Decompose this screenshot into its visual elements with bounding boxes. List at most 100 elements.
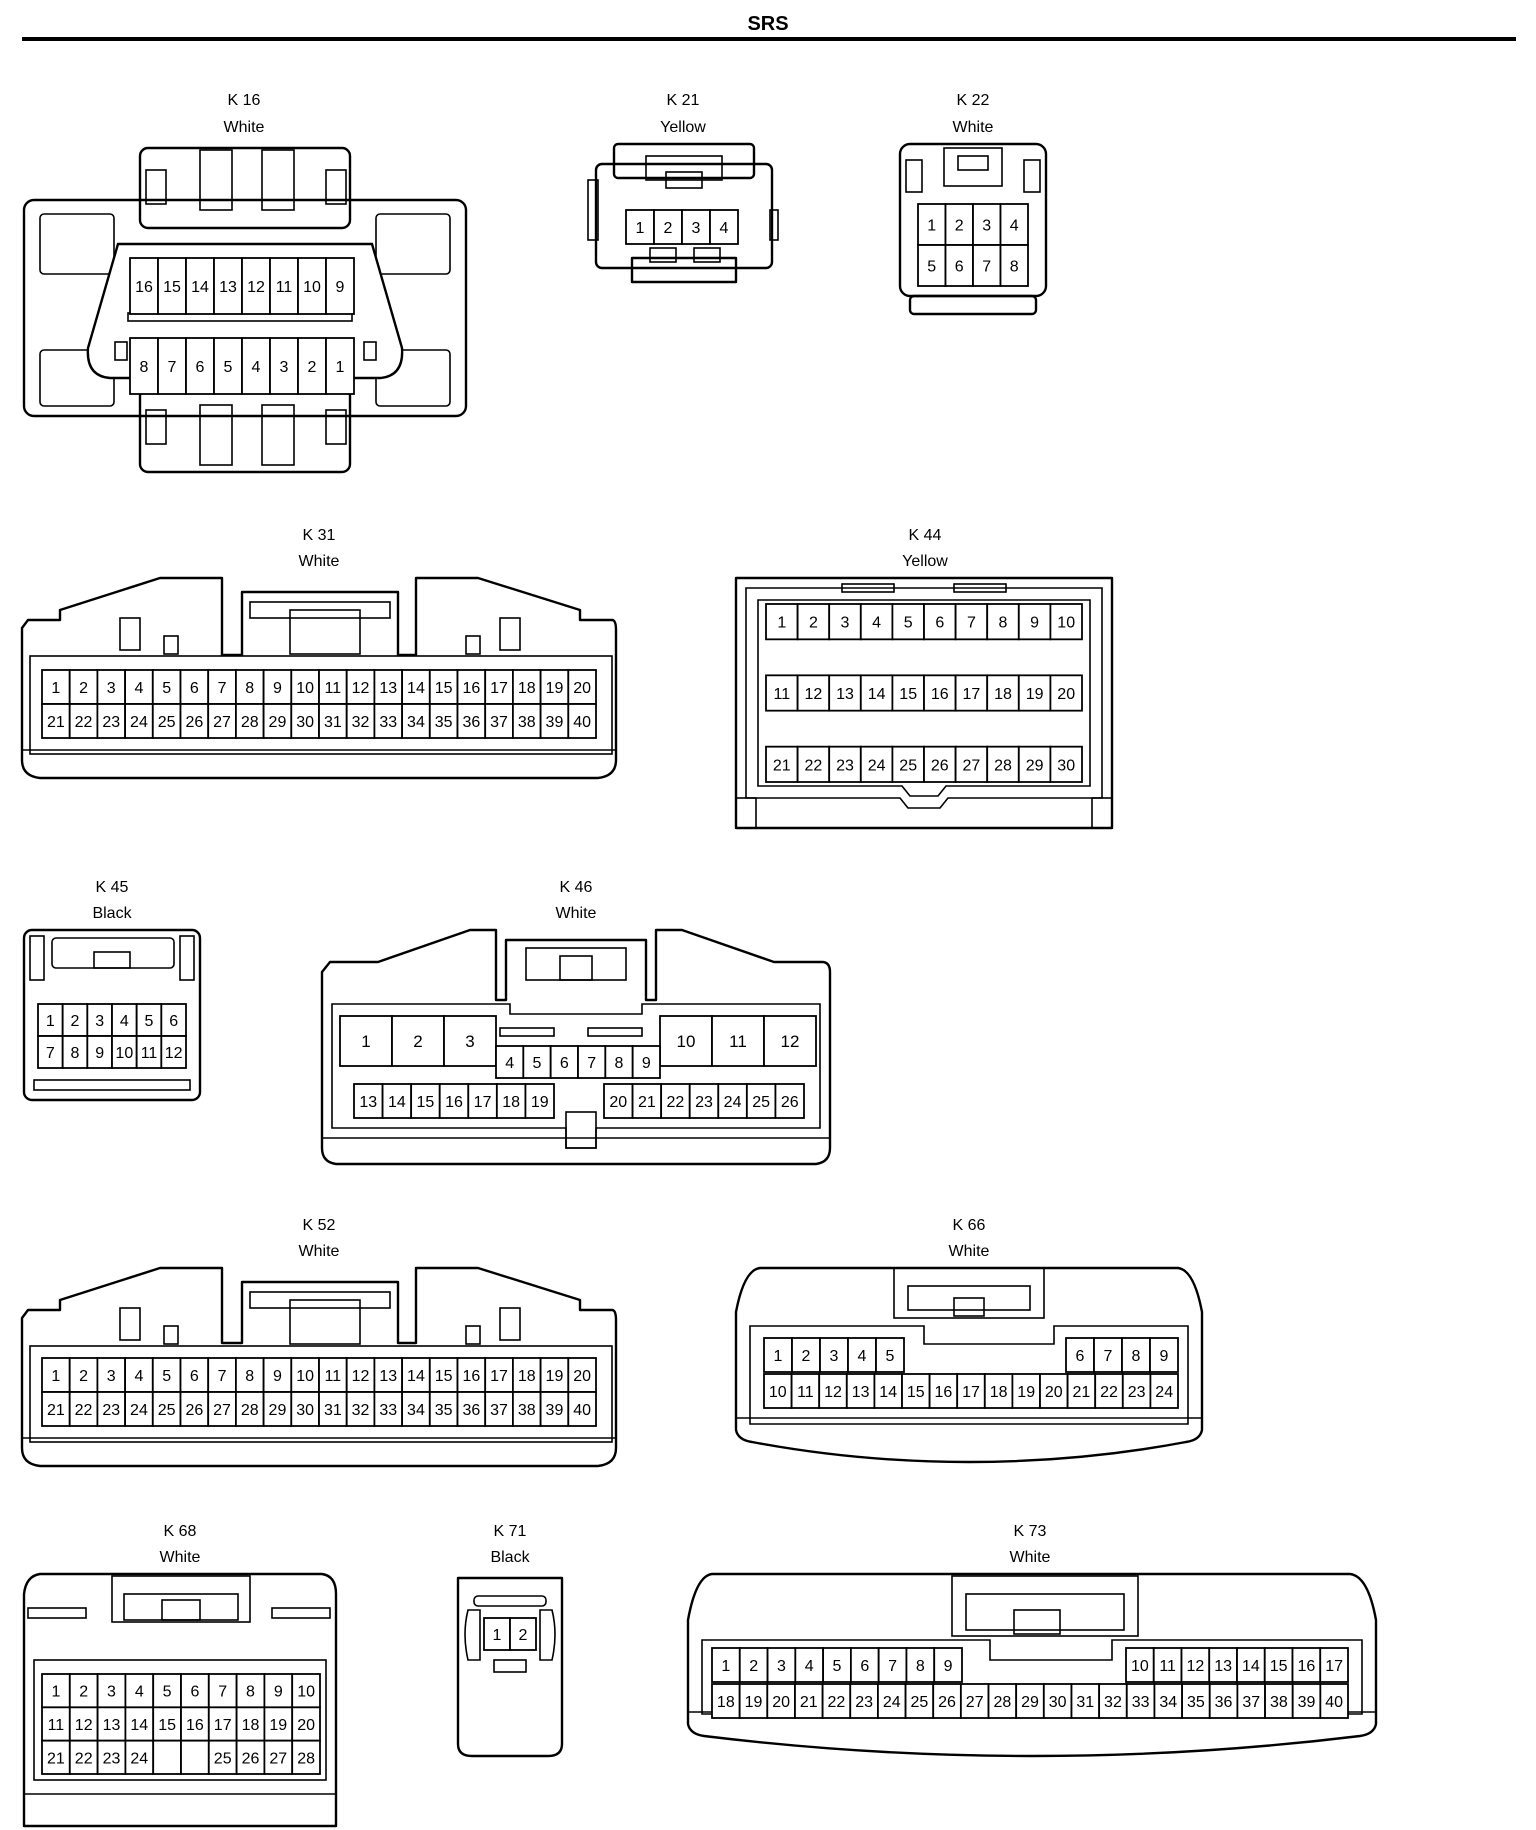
pin-box: [1264, 1683, 1294, 1719]
pin-box: [456, 703, 487, 739]
pin-box: [96, 1739, 127, 1775]
pin-cell: 20: [766, 1683, 796, 1719]
pin-cell: 34: [401, 703, 431, 739]
pin-box: [821, 1683, 852, 1719]
pin-cell: 10: [763, 1373, 793, 1409]
pin-number: 36: [1215, 1694, 1233, 1711]
connector-color: Black: [92, 905, 132, 922]
pin-number: 20: [573, 1368, 591, 1385]
pin-box: [774, 1083, 805, 1119]
pin-box: [68, 703, 99, 739]
pin-number: 35: [435, 1402, 453, 1419]
pin-number: 5: [224, 359, 233, 376]
pin-box: [923, 674, 957, 712]
pin-cell: 9: [1149, 1337, 1179, 1373]
slot: [587, 1027, 643, 1037]
pin-number: 36: [462, 714, 480, 731]
pin-cell: 22: [821, 1683, 852, 1719]
pin-cell: 14: [401, 1357, 431, 1393]
pin-box: [185, 337, 215, 395]
pin-cell: 8: [234, 1357, 265, 1393]
pin-number: 8: [246, 1684, 255, 1701]
pin-cell: 27: [954, 745, 989, 783]
pin-number: 17: [490, 680, 508, 697]
connector-id: K 46: [560, 879, 593, 896]
pin-box: [928, 1373, 959, 1409]
pin-cell: 11: [135, 1035, 163, 1069]
pin-box: [291, 1706, 321, 1742]
pin-cell: 36: [1208, 1683, 1239, 1719]
connector-id: K 45: [96, 879, 129, 896]
pin-cell: 13: [828, 674, 862, 712]
pin-cell: 16: [456, 1357, 487, 1393]
connector-id: K 71: [494, 1523, 527, 1540]
pin-box: [1065, 1337, 1095, 1373]
pin-box: [345, 703, 376, 739]
pin-cell: 32: [345, 1391, 376, 1427]
pin-number: 11: [325, 1368, 342, 1385]
pin-box: [1121, 1337, 1151, 1373]
pin-cell: 31: [318, 1391, 348, 1427]
pin-number: 5: [162, 1368, 171, 1385]
pin-box: [1149, 1373, 1179, 1409]
pin-cell: 12: [818, 1373, 848, 1409]
pin-number: 8: [916, 1658, 925, 1675]
pin-number: 7: [46, 1045, 55, 1062]
pin-number: 30: [1049, 1694, 1067, 1711]
pin-cell: 7: [207, 669, 237, 705]
pin-number: 33: [379, 714, 397, 731]
pin-number: 12: [352, 1368, 370, 1385]
pin-number: 40: [573, 1402, 591, 1419]
pin-cell: 28: [234, 703, 265, 739]
pin-number: 17: [963, 686, 981, 703]
pin-cell: 17: [484, 669, 514, 705]
pin-number: 12: [805, 686, 823, 703]
pin-number: 10: [296, 680, 314, 697]
pin-cell: 1: [625, 209, 655, 245]
pin-cell: 22: [68, 1391, 99, 1427]
pin-box: [891, 745, 925, 783]
pin-cell: 3: [443, 1015, 497, 1067]
pin-cell: 20: [291, 1706, 321, 1742]
pin-number: 20: [772, 1694, 790, 1711]
pin-number: 19: [745, 1694, 763, 1711]
pin-box: [484, 1391, 514, 1427]
pin-number: 5: [162, 680, 171, 697]
pin-cell: 26: [235, 1739, 266, 1775]
pin-cell: 4: [124, 1673, 155, 1709]
pin-box: [567, 703, 597, 739]
pin-cell: 6: [185, 337, 215, 395]
pin-box: [235, 1706, 266, 1742]
pin-cell: 25: [904, 1683, 935, 1719]
pin-number: 10: [297, 1684, 315, 1701]
pin-box: [401, 1357, 431, 1393]
pin-number: 38: [518, 714, 536, 731]
pin-cell: 40: [1319, 1683, 1349, 1719]
pin-cell: 33: [373, 703, 403, 739]
pin-box: [986, 674, 1020, 712]
pin-cell: 30: [290, 1391, 320, 1427]
pin-cell: 8: [129, 337, 159, 395]
connector-id: K 22: [957, 92, 990, 109]
pin-cell: 9: [933, 1647, 963, 1683]
pin-cell: 10: [1049, 603, 1083, 641]
pin-box: [96, 1391, 127, 1427]
connector-id: K 31: [303, 527, 336, 544]
pin-box: [1319, 1647, 1349, 1683]
pin-cell: 12: [241, 257, 271, 315]
pin-box: [954, 674, 989, 712]
pin-box: [428, 1357, 459, 1393]
pin-cell: 39: [539, 1391, 570, 1427]
pin-cell: 31: [318, 703, 348, 739]
pin-cell: 5: [917, 244, 947, 287]
pin-cell: 12: [345, 669, 376, 705]
pin-number: 21: [47, 1750, 65, 1767]
pin-cell: 9: [263, 1673, 294, 1709]
pin-number: 18: [242, 1717, 260, 1734]
pin-cell: 8: [234, 669, 265, 705]
pin-box: [688, 1083, 720, 1119]
